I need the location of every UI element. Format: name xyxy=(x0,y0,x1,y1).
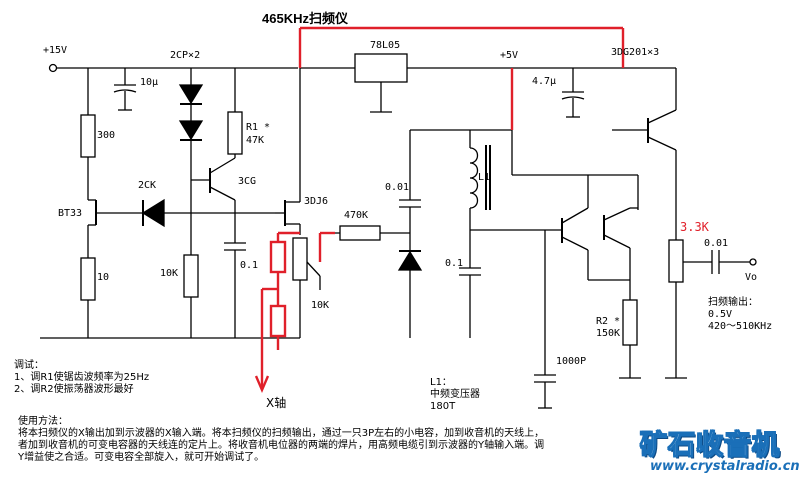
vo-terminal xyxy=(749,258,757,266)
label-r1-value: 47K xyxy=(246,135,265,146)
label-3cg: 3CG xyxy=(238,176,257,187)
usage-note-line2: 者加到收音机的可变电容器的天线连的定片上。将收音机电位器的两端的焊片，用高频电缆… xyxy=(18,440,545,451)
plus15-terminal xyxy=(48,63,58,73)
label-r2: R2 * xyxy=(596,316,621,327)
resistor-3-3k xyxy=(668,239,684,283)
label-3dj6: 3DJ6 xyxy=(304,196,329,207)
l1-note-title: L1： xyxy=(430,377,452,388)
label-c001-output: 0.01 xyxy=(704,238,729,249)
label-3dg201: 3DG201×3 xyxy=(611,47,660,58)
output-note-voltage: 0.5V xyxy=(708,309,733,320)
output-note-title: 扫频输出： xyxy=(708,297,758,308)
resistor-300 xyxy=(80,114,96,158)
label-plus5v: +5V xyxy=(500,50,519,61)
resistor-10 xyxy=(80,257,96,301)
label-c4u7: 4.7μ xyxy=(532,76,557,87)
regulator-78l05 xyxy=(354,53,408,83)
resistor-r2 xyxy=(622,299,638,346)
label-2cp: 2CP×2 xyxy=(170,50,201,61)
brand-url: www.crystalradio.cn xyxy=(650,459,800,474)
label-vo: Vo xyxy=(745,272,758,283)
label-c001: 0.01 xyxy=(385,182,410,193)
usage-note-line3: Y增益使之合适。可变电容全部旋入，就可开始调试了。 xyxy=(18,452,265,463)
potentiometer-10k xyxy=(292,237,308,281)
label-r2-value: 150K xyxy=(596,328,621,339)
l1-note-turns: 180T xyxy=(430,401,456,412)
debug-note-step2: 2、调R2使振荡器波形最好 xyxy=(14,384,134,395)
inductor-l1 xyxy=(469,147,479,209)
label-r10k: 10K xyxy=(160,268,179,279)
label-r300: 300 xyxy=(97,130,116,141)
label-c01-second: 0.1 xyxy=(445,258,464,269)
label-r10: 10 xyxy=(97,272,110,283)
resistor-10k xyxy=(183,254,199,298)
resistor-r1 xyxy=(227,111,243,155)
label-78l05: 78L05 xyxy=(370,40,401,51)
label-2ck: 2CK xyxy=(138,180,157,191)
label-r470k: 470K xyxy=(344,210,369,221)
usage-note-line1: 将本扫频仪的X输出加到示波器的X输入端。将本扫频仪的扫频输出，通过一只3P左右的… xyxy=(18,428,545,439)
label-r1: R1 * xyxy=(246,122,271,133)
label-pot10k: 10K xyxy=(311,300,330,311)
l1-note-type: 中频变压器 xyxy=(430,389,480,400)
label-c10u: 10μ xyxy=(140,77,159,88)
label-plus15v: +15V xyxy=(43,45,68,56)
label-bt33: BT33 xyxy=(58,208,83,219)
highlight-wires xyxy=(254,26,625,394)
resistor-470k xyxy=(339,225,381,241)
output-note-range: 420～510KHz xyxy=(708,321,773,332)
debug-note-step1: 1、调R1使锯齿波频率为25Hz xyxy=(14,372,150,383)
label-l1: L1 xyxy=(478,172,491,183)
diagram-title: 465KHz扫频仪 xyxy=(262,11,348,26)
label-c01: 0.1 xyxy=(240,260,259,271)
label-3-3k: 3.3K xyxy=(680,220,709,234)
usage-note-title: 使用方法： xyxy=(18,416,68,427)
x-axis-label: X轴 xyxy=(266,396,287,410)
label-c1000p: 1000P xyxy=(556,356,587,367)
debug-note-title: 调试： xyxy=(14,360,44,371)
brand-logo: 矿石收音机 xyxy=(640,430,780,462)
